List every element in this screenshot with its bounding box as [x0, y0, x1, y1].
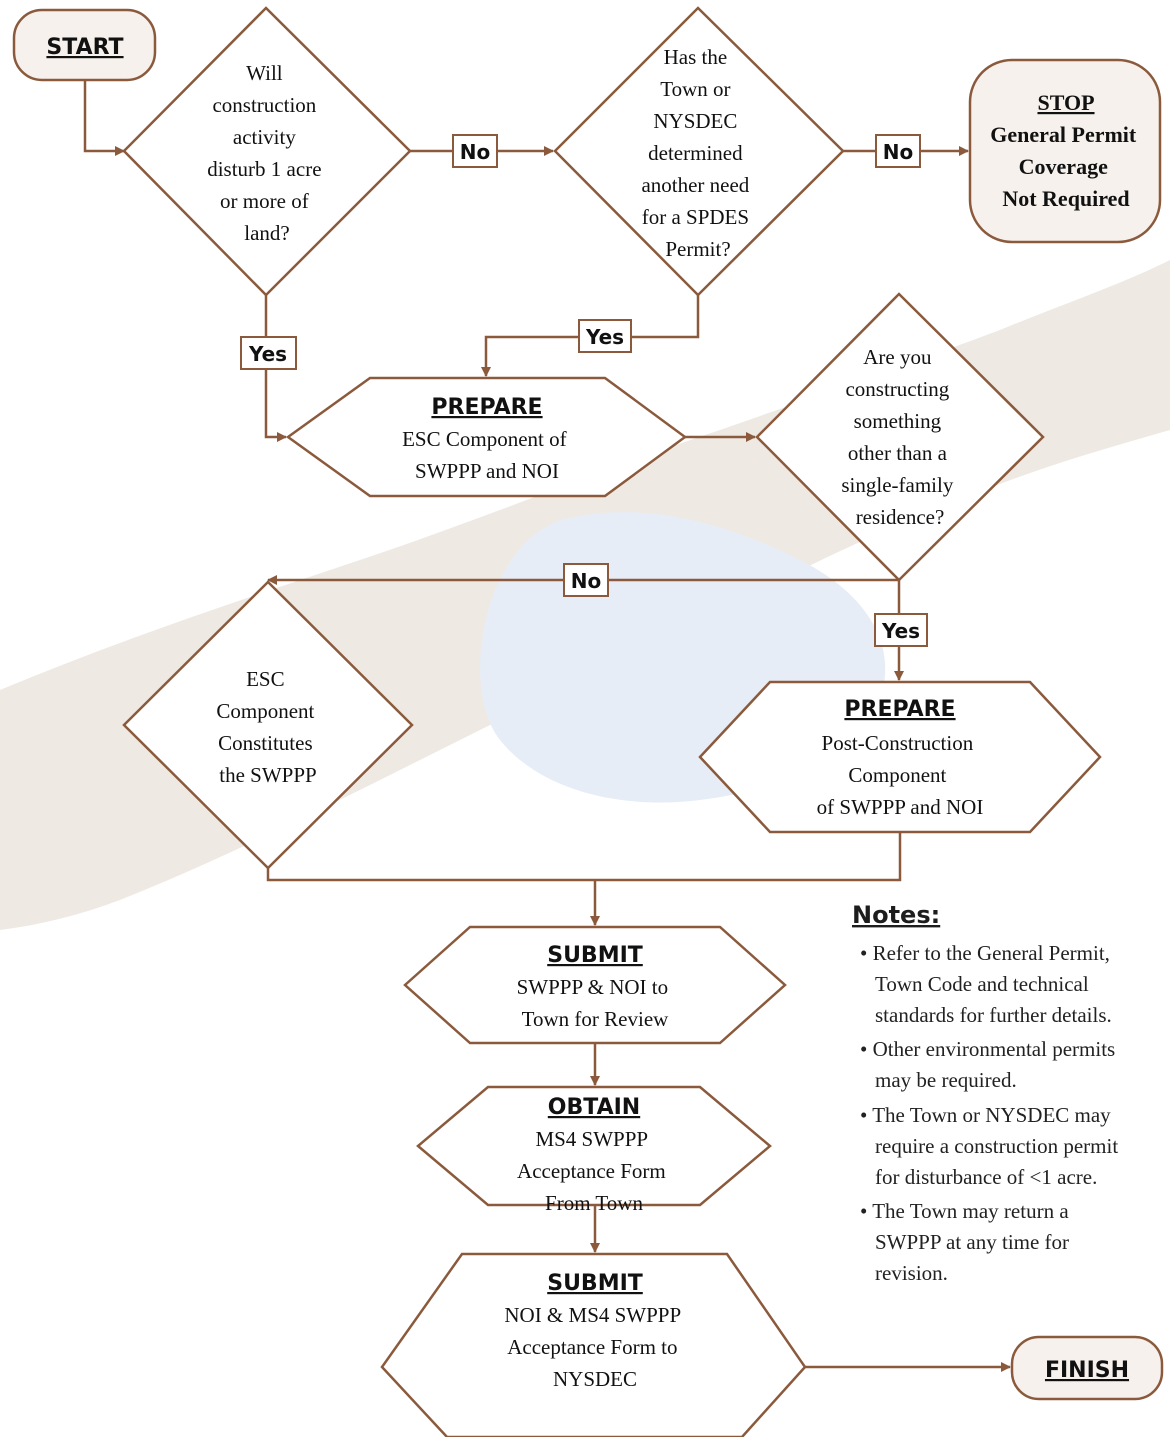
note-line: • The Town or NYSDEC may: [860, 1103, 1111, 1127]
submit-nysdec-title: SUBMIT: [547, 1271, 643, 1296]
process-submit-nysdec: SUBMIT NOI & MS4 SWPPP Acceptance Form t…: [380, 1252, 807, 1437]
note-line: • Refer to the General Permit,: [860, 941, 1110, 965]
obtain-line: MS4 SWPPP: [535, 1127, 647, 1151]
prepare-post-line: Post-Construction: [822, 731, 974, 755]
decision-spdes-need-text: Has the Town or NYSDEC determined anothe…: [641, 45, 754, 261]
submit-town-text: SWPPP & NOI to Town for Review: [517, 975, 674, 1031]
q2-line: another need: [641, 173, 749, 197]
edge-label-q2-no: No: [875, 134, 921, 168]
decision-non-single-family-text: Are you constructing something other tha…: [841, 345, 958, 529]
stop-text: General Permit Coverage Not Required: [990, 122, 1142, 211]
note-item: • Other environmental permits may be req…: [860, 1037, 1120, 1092]
edge-label-text: Yes: [881, 619, 920, 643]
esc-line: the SWPPP: [219, 763, 316, 787]
edge-label-text: Yes: [248, 342, 287, 366]
process-prepare-post-construction: PREPARE Post-Construction Component of S…: [698, 680, 1102, 834]
prepare-post-title: PREPARE: [844, 697, 955, 722]
edge-label-text: Yes: [585, 325, 624, 349]
q2-line: Has the: [664, 45, 728, 69]
q3-line: Are you: [863, 345, 932, 369]
obtain-text: MS4 SWPPP Acceptance Form From Town: [517, 1127, 671, 1215]
submit-nysdec-line: Acceptance Form to: [507, 1335, 677, 1359]
note-line: may be required.: [875, 1068, 1017, 1092]
submit-nysdec-line: NYSDEC: [553, 1367, 637, 1391]
note-item: • The Town may return a SWPPP at any tim…: [860, 1199, 1074, 1285]
stop-title: STOP: [1037, 90, 1094, 115]
edge-label-text: No: [460, 140, 490, 164]
note-line: revision.: [875, 1261, 948, 1285]
prepare-post-line: Component: [848, 763, 946, 787]
q2-line: Town or: [660, 77, 730, 101]
q3-line: something: [854, 409, 942, 433]
edge-label-q1-yes: Yes: [240, 336, 297, 370]
esc-line: ESC: [246, 667, 285, 691]
edge-label-q1-no: No: [452, 134, 498, 168]
prepare-esc-title: PREPARE: [431, 395, 542, 420]
stop-line: Coverage: [1019, 154, 1108, 179]
prepare-esc-text: ESC Component of SWPPP and NOI: [402, 427, 572, 483]
q2-line: Permit?: [665, 237, 730, 261]
note-line: standards for further details.: [875, 1003, 1112, 1027]
obtain-title: OBTAIN: [548, 1095, 640, 1120]
submit-town-line: SWPPP & NOI to: [517, 975, 669, 999]
note-line: • The Town may return a: [860, 1199, 1069, 1223]
submit-nysdec-text: NOI & MS4 SWPPP Acceptance Form to NYSDE…: [504, 1303, 685, 1391]
obtain-line: From Town: [545, 1191, 643, 1215]
decision-disturb-acre-text: Will construction activity disturb 1 acr…: [207, 61, 327, 245]
start-label: START: [46, 35, 123, 60]
q1-line: construction: [212, 93, 316, 117]
edge-label-q3-no: No: [563, 563, 609, 597]
decision-non-single-family: Are you constructing something other tha…: [755, 292, 1045, 582]
note-line: require a construction permit: [875, 1134, 1118, 1158]
edge-label-q3-yes: Yes: [874, 613, 928, 647]
q2-line: NYSDEC: [653, 109, 737, 133]
notes-title: Notes:: [852, 901, 940, 929]
stop-terminal: STOP General Permit Coverage Not Require…: [968, 58, 1162, 244]
submit-nysdec-line: NOI & MS4 SWPPP: [504, 1303, 680, 1327]
process-obtain-acceptance: OBTAIN MS4 SWPPP Acceptance Form From To…: [416, 1085, 772, 1215]
note-line: • Other environmental permits: [860, 1037, 1115, 1061]
note-line: SWPPP at any time for: [875, 1230, 1069, 1254]
notes-panel: Notes: • Refer to the General Permit, To…: [852, 901, 1123, 1285]
note-line: for disturbance of <1 acre.: [875, 1165, 1097, 1189]
obtain-line: Acceptance Form: [517, 1159, 666, 1183]
q3-line: residence?: [856, 505, 945, 529]
edge-label-text: No: [571, 569, 601, 593]
prepare-esc-line: ESC Component of: [402, 427, 567, 451]
process-prepare-esc: PREPARE ESC Component of SWPPP and NOI: [285, 376, 688, 498]
q3-line: other than a: [848, 441, 948, 465]
start-terminal: START: [12, 8, 157, 82]
note-item: • Refer to the General Permit, Town Code…: [860, 941, 1115, 1027]
finish-terminal: FINISH: [1010, 1335, 1164, 1401]
q1-line: or more of: [220, 189, 309, 213]
stop-line: Not Required: [1002, 186, 1129, 211]
esc-line: Component: [216, 699, 314, 723]
note-item: • The Town or NYSDEC may require a const…: [860, 1103, 1123, 1189]
prepare-esc-line: SWPPP and NOI: [415, 459, 559, 483]
submit-town-line: Town for Review: [522, 1007, 669, 1031]
q1-line: Will: [246, 61, 283, 85]
esc-constitutes-text: ESC Component Constitutes the SWPPP: [216, 667, 319, 787]
q2-line: for a SPDES: [642, 205, 749, 229]
q3-line: constructing: [845, 377, 949, 401]
decision-spdes-need: Has the Town or NYSDEC determined anothe…: [553, 6, 845, 297]
finish-label: FINISH: [1045, 1358, 1129, 1383]
q1-line: activity: [233, 125, 296, 149]
prepare-post-text: Post-Construction Component of SWPPP and…: [817, 731, 984, 819]
edge-label-q2-yes: Yes: [578, 319, 632, 353]
note-line: Town Code and technical: [875, 972, 1089, 996]
edge-label-text: No: [883, 140, 913, 164]
prepare-post-line: of SWPPP and NOI: [817, 795, 984, 819]
q1-line: land?: [244, 221, 289, 245]
decision-disturb-acre: Will construction activity disturb 1 acr…: [122, 6, 412, 297]
q2-line: determined: [648, 141, 743, 165]
submit-town-title: SUBMIT: [547, 943, 643, 968]
esc-line: Constitutes: [218, 731, 313, 755]
q1-line: disturb 1 acre: [207, 157, 321, 181]
stop-line: General Permit: [990, 122, 1137, 147]
process-submit-town: SUBMIT SWPPP & NOI to Town for Review: [403, 925, 787, 1045]
esc-constitutes-swppp: ESC Component Constitutes the SWPPP: [122, 580, 414, 870]
q3-line: single-family: [841, 473, 953, 497]
